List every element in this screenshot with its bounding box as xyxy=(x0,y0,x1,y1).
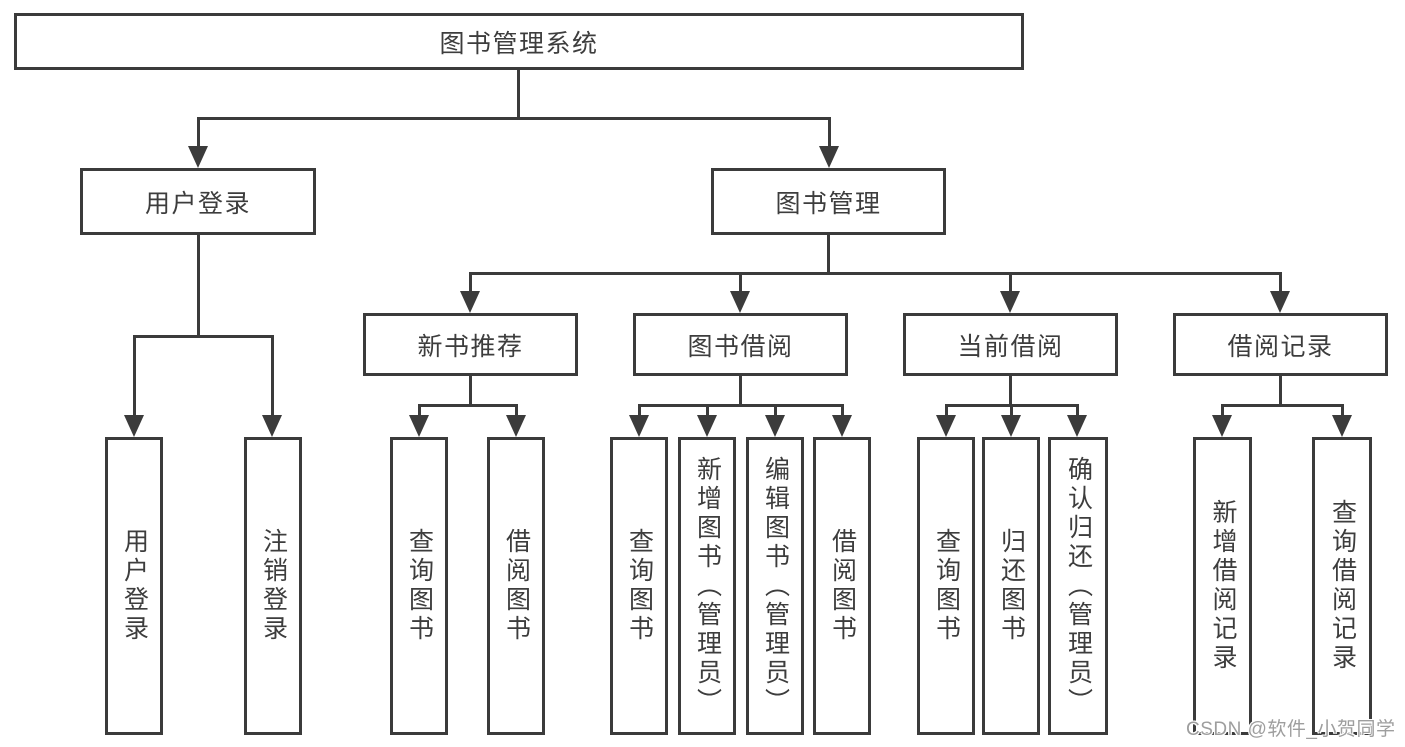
connector-line xyxy=(1341,404,1344,420)
arrowhead-icon xyxy=(765,415,785,437)
connector-line xyxy=(638,404,641,420)
arrowhead-icon xyxy=(1067,415,1087,437)
node-query-borrow-record: 查询借阅记录 xyxy=(1312,437,1372,735)
node-label: 图书借阅 xyxy=(687,332,794,361)
node-confirm-return-admin: 确认归还（管理员） xyxy=(1048,437,1108,735)
arrowhead-icon xyxy=(819,146,839,168)
node-book-borrowing: 图书借阅 xyxy=(633,313,848,376)
node-add-borrow-record: 新增借阅记录 xyxy=(1193,437,1252,735)
connector-line xyxy=(638,404,844,407)
node-current-borrowing: 当前借阅 xyxy=(903,313,1118,376)
arrowhead-icon xyxy=(697,415,717,437)
node-logout: 注销登录 xyxy=(244,437,302,735)
connector-line xyxy=(517,70,520,118)
node-label: 图书管理系统 xyxy=(439,29,599,58)
arrowhead-icon xyxy=(730,291,750,313)
node-label: 新增借阅记录 xyxy=(1209,499,1237,673)
node-label: 借阅图书 xyxy=(502,528,531,644)
node-label: 查询图书 xyxy=(405,528,434,644)
connector-line xyxy=(774,404,777,420)
connector-line xyxy=(827,235,830,275)
connector-line xyxy=(945,404,948,420)
connector-line xyxy=(469,376,472,407)
connector-line xyxy=(841,404,844,420)
node-library-management-system: 图书管理系统 xyxy=(14,13,1024,70)
node-book-management: 图书管理 xyxy=(711,168,946,235)
node-label: 新增图书（管理员） xyxy=(693,455,722,717)
node-label: 当前借阅 xyxy=(957,332,1064,361)
node-return-books: 归还图书 xyxy=(982,437,1040,735)
arrowhead-icon xyxy=(1001,415,1021,437)
connector-line xyxy=(739,376,742,407)
node-label: 借阅图书 xyxy=(828,528,857,644)
arrowhead-icon xyxy=(124,415,144,437)
node-new-book-recommendation: 新书推荐 xyxy=(363,313,578,376)
node-label: 查询图书 xyxy=(625,528,654,644)
node-borrowing-records: 借阅记录 xyxy=(1173,313,1388,376)
node-label: 查询图书 xyxy=(932,528,961,644)
connector-line xyxy=(271,335,274,420)
arrowhead-icon xyxy=(1000,291,1020,313)
arrowhead-icon xyxy=(1270,291,1290,313)
connector-line xyxy=(418,404,518,407)
connector-line xyxy=(706,404,709,420)
watermark: CSDN @软件_小贺同学 xyxy=(1186,719,1396,740)
connector-line xyxy=(418,404,421,420)
connector-line xyxy=(515,404,518,420)
node-query-books-borrowing: 查询图书 xyxy=(610,437,668,735)
arrowhead-icon xyxy=(1212,415,1232,437)
node-label: 归还图书 xyxy=(997,528,1026,644)
connector-line xyxy=(1076,404,1079,420)
connector-line xyxy=(828,117,831,149)
node-label: 用户登录 xyxy=(120,528,149,644)
connector-line xyxy=(1221,404,1343,407)
connector-line xyxy=(197,117,831,120)
arrowhead-icon xyxy=(409,415,429,437)
node-query-books-recommend: 查询图书 xyxy=(390,437,448,735)
connector-line xyxy=(197,117,200,149)
arrowhead-icon xyxy=(936,415,956,437)
node-label: 确认归还（管理员） xyxy=(1064,455,1093,717)
connector-line xyxy=(1221,404,1224,420)
connector-line xyxy=(1279,376,1282,407)
node-label: 用户登录 xyxy=(144,189,251,218)
node-add-book-admin: 新增图书（管理员） xyxy=(678,437,736,735)
arrowhead-icon xyxy=(629,415,649,437)
node-label: 查询借阅记录 xyxy=(1328,499,1357,673)
arrowhead-icon xyxy=(1332,415,1352,437)
connector-line xyxy=(1010,404,1013,420)
node-label: 注销登录 xyxy=(259,528,288,644)
connector-line xyxy=(133,335,274,338)
arrowhead-icon xyxy=(460,291,480,313)
node-borrow-books-recommend: 借阅图书 xyxy=(487,437,545,735)
arrowhead-icon xyxy=(188,146,208,168)
node-edit-book-admin: 编辑图书（管理员） xyxy=(746,437,804,735)
connector-line xyxy=(469,272,472,294)
node-user-login-leaf: 用户登录 xyxy=(105,437,163,735)
node-label: 新书推荐 xyxy=(417,332,524,361)
connector-line xyxy=(1009,272,1012,294)
node-label: 借阅记录 xyxy=(1227,332,1334,361)
node-borrow-books-borrowing: 借阅图书 xyxy=(813,437,871,735)
connector-line xyxy=(197,235,200,338)
connector-line xyxy=(1279,272,1282,294)
arrowhead-icon xyxy=(262,415,282,437)
connector-line xyxy=(1009,376,1012,407)
arrowhead-icon xyxy=(832,415,852,437)
node-query-books-current: 查询图书 xyxy=(917,437,975,735)
arrowhead-icon xyxy=(506,415,526,437)
connector-line xyxy=(739,272,742,294)
connector-line xyxy=(133,335,136,420)
node-label: 编辑图书（管理员） xyxy=(761,455,790,717)
connector-line xyxy=(469,272,1281,275)
node-user-login: 用户登录 xyxy=(80,168,316,235)
node-label: 图书管理 xyxy=(775,189,882,218)
